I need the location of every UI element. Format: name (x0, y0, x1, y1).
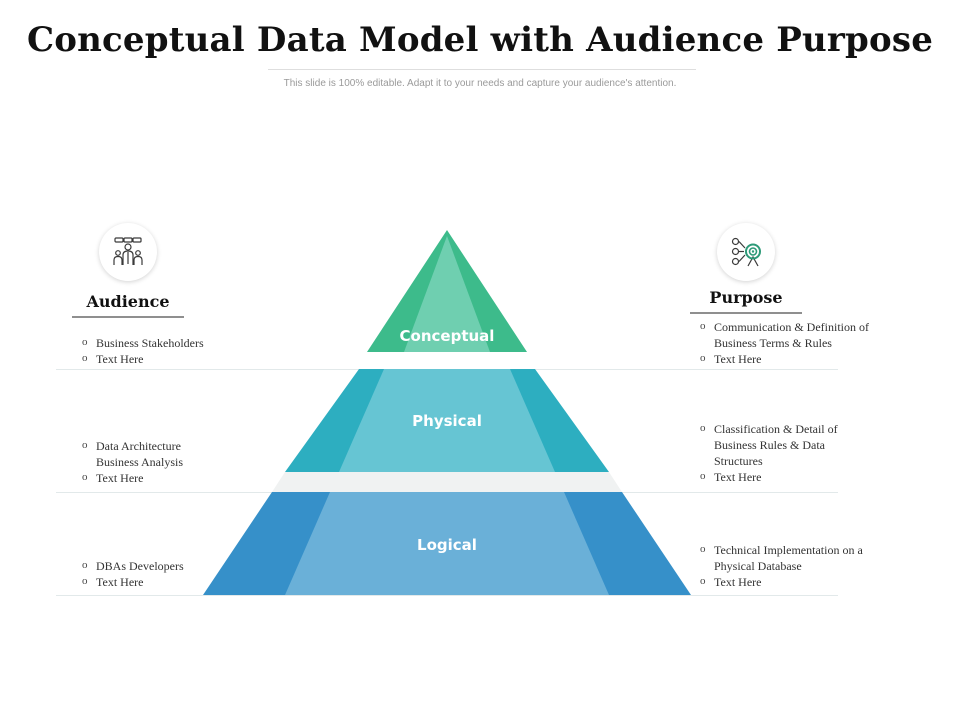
pyramid-gap-shadow (272, 472, 622, 492)
page-subtitle: This slide is 100% editable. Adapt it to… (283, 78, 677, 89)
pyramid-level-physical-inner (339, 369, 555, 472)
purpose-list-1: Communication & Definition of Business T… (700, 318, 885, 367)
title-divider (268, 69, 696, 70)
purpose-heading-underline (690, 312, 802, 314)
purpose-list-3: Technical Implementation on a Physical D… (700, 541, 880, 590)
pyramid-level-conceptual: Conceptual (367, 230, 527, 352)
purpose-icon-badge (717, 223, 775, 281)
page-title: Conceptual Data Model with Audience Purp… (26, 20, 934, 60)
pyramid-level-physical: Physical (285, 369, 609, 472)
audience-list-1: Business Stakeholders Text Here (82, 334, 282, 367)
row-divider-3 (56, 595, 838, 596)
audience-heading: Audience (86, 292, 170, 311)
pyramid-level-logical-label: Logical (417, 536, 477, 554)
list-item: Communication & Definition of Business T… (700, 318, 885, 351)
audience-group-icon (113, 237, 143, 265)
audience-icon-badge (99, 223, 157, 281)
list-item: Text Here (82, 573, 282, 590)
audience-list-3: DBAs Developers Text Here (82, 557, 282, 590)
pyramid-level-conceptual-inner (404, 236, 490, 352)
list-item: Technical Implementation on a Physical D… (700, 541, 880, 574)
list-item: Business Stakeholders (82, 334, 282, 351)
purpose-list-2: Classification & Detail of Business Rule… (700, 420, 872, 485)
pyramid-level-logical-inner (285, 492, 609, 595)
list-item: Text Here (700, 468, 872, 485)
target-purpose-icon (731, 237, 761, 267)
pyramid-level-logical: Logical (203, 492, 691, 595)
pyramid-level-conceptual-label: Conceptual (400, 327, 495, 345)
list-item: Text Here (700, 350, 885, 367)
list-item: Text Here (82, 469, 282, 486)
list-item: Classification & Detail of Business Rule… (700, 420, 872, 469)
list-item: DBAs Developers (82, 557, 282, 574)
purpose-heading: Purpose (709, 288, 783, 307)
pyramid-level-physical-label: Physical (412, 412, 482, 430)
list-item: Text Here (82, 350, 282, 367)
list-item: Text Here (700, 573, 880, 590)
audience-heading-underline (72, 316, 184, 318)
